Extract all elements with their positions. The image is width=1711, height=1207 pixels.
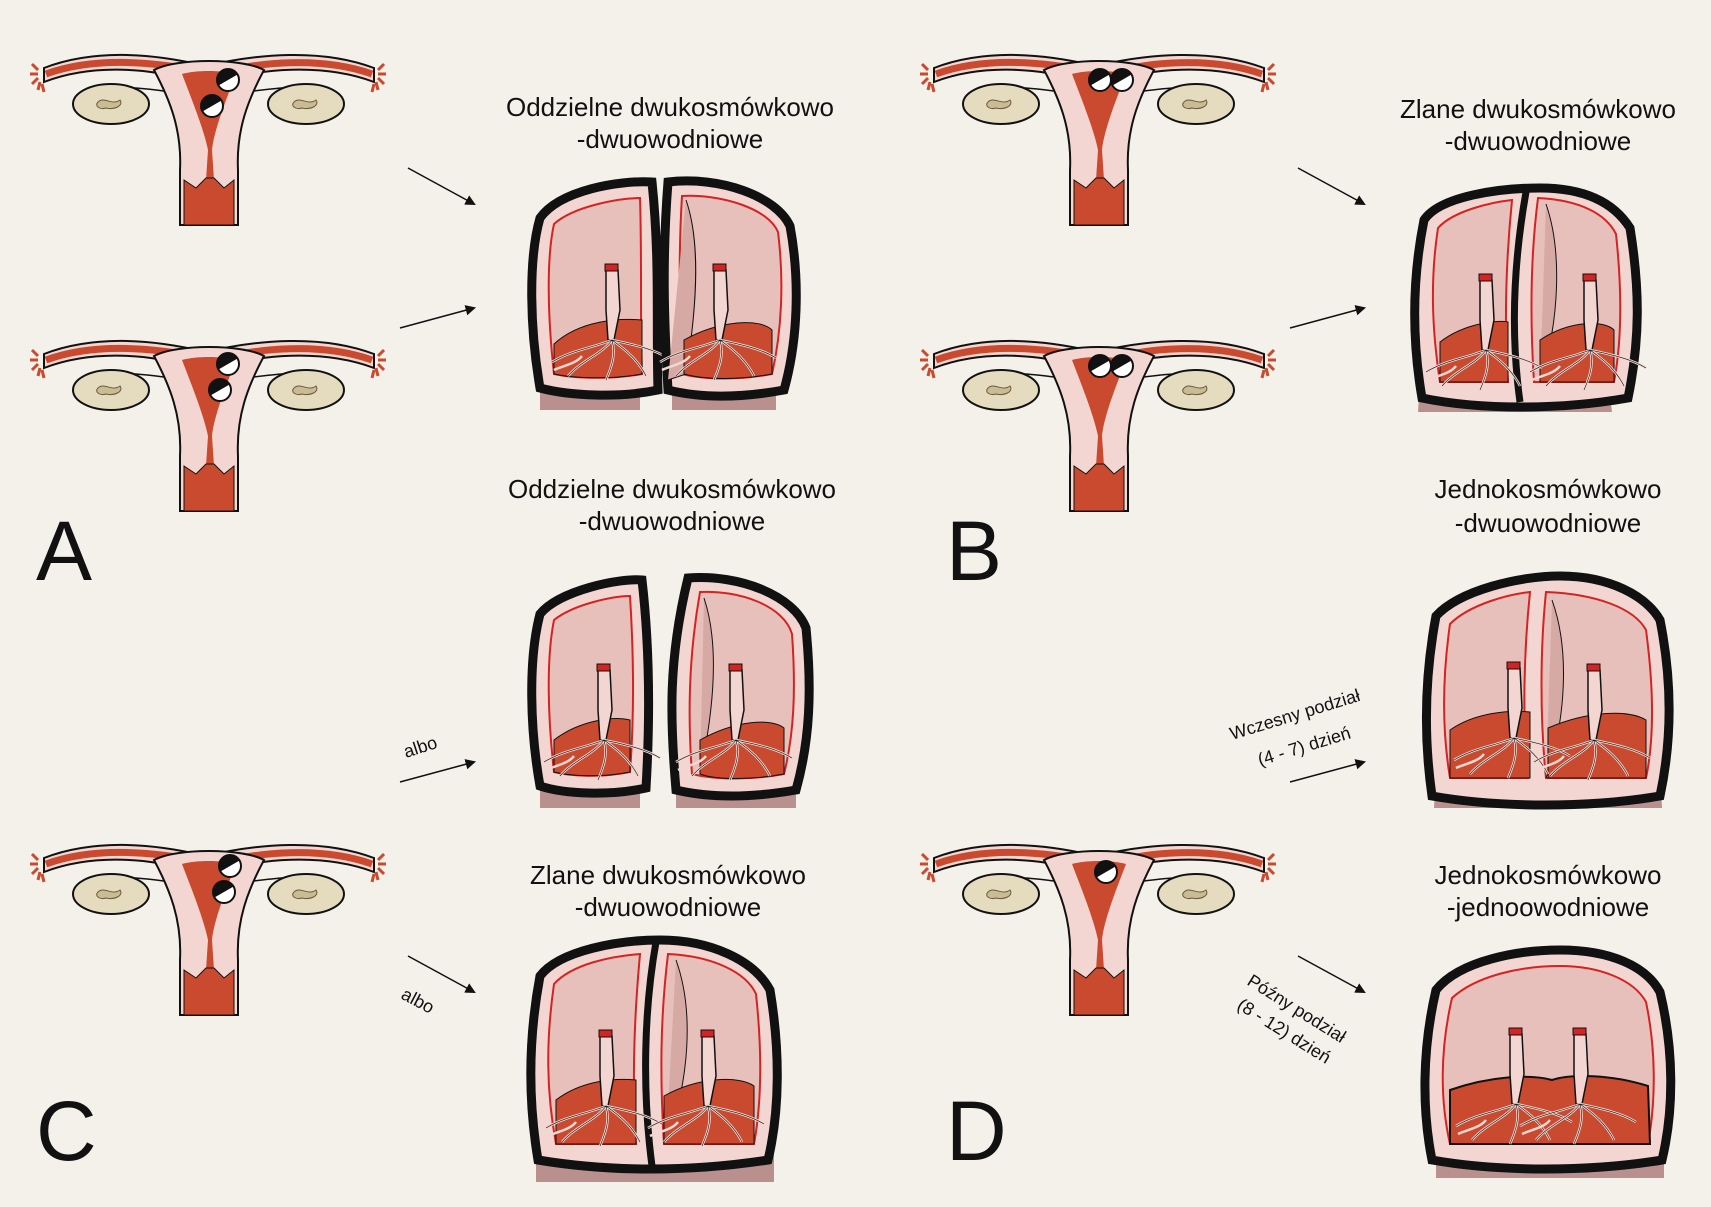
arrow-icon — [407, 955, 476, 994]
caption-line-2: -dwuowodniowe — [577, 124, 763, 154]
gestational-sac-icon — [1420, 945, 1676, 1178]
caption-line-1: Jednokosmówkowo — [1435, 860, 1662, 890]
panel-letter: B — [946, 504, 1002, 598]
arrow-note: albo — [401, 732, 440, 762]
arrow-icon — [407, 167, 476, 206]
arrow-icon — [1297, 955, 1366, 994]
gestational-sac-icon — [527, 573, 814, 808]
caption-line-2: -jednoowodniowe — [1447, 892, 1649, 922]
gestational-sac-icon — [526, 935, 782, 1182]
caption-line-1: Oddzielne dwukosmówkowo — [506, 92, 834, 122]
caption-line-2: -dwuowodniowe — [579, 506, 765, 536]
panel-b: Zlane dwukosmówkowo -dwuowodniowe B — [920, 55, 1676, 598]
uterus-icon — [30, 845, 386, 1015]
panel-letter: C — [36, 1084, 97, 1178]
gestational-sac-icon — [527, 176, 801, 410]
arrow-icon — [1297, 167, 1366, 206]
uterus-icon — [920, 55, 1276, 225]
arrow-icon — [399, 305, 477, 329]
arrow-icon — [399, 759, 477, 783]
caption-line-1: Zlane dwukosmówkowo — [530, 860, 806, 890]
panel-letter: A — [36, 504, 92, 598]
panel-letter: D — [946, 1084, 1007, 1178]
uterus-icon — [920, 341, 1276, 511]
caption-line-1: Zlane dwukosmówkowo — [1400, 94, 1676, 124]
panel-c: Oddzielne dwukosmówkowo -dwuowodniowe al… — [30, 474, 836, 1182]
caption-line-2: -dwuowodniowe — [1455, 508, 1641, 538]
arrow-note: albo — [398, 984, 437, 1018]
caption-line-1: Oddzielne dwukosmówkowo — [508, 474, 836, 504]
caption-line-2: -dwuowodniowe — [1445, 126, 1631, 156]
arrow-icon — [1289, 305, 1367, 329]
arrow-icon — [1289, 759, 1367, 783]
uterus-icon — [30, 55, 386, 225]
panel-d: Jednokosmówkowo -dwuowodniowe Wczesny po… — [920, 474, 1676, 1178]
gestational-sac-icon — [1410, 183, 1648, 412]
panel-a: Oddzielne dwukosmówkowo -dwuowodniowe A — [30, 55, 834, 598]
uterus-icon — [30, 341, 386, 511]
caption-line-1: Jednokosmówkowo — [1435, 474, 1662, 504]
gestational-sac-icon — [1421, 571, 1674, 810]
caption-line-2: -dwuowodniowe — [575, 892, 761, 922]
uterus-icon — [920, 845, 1276, 1015]
